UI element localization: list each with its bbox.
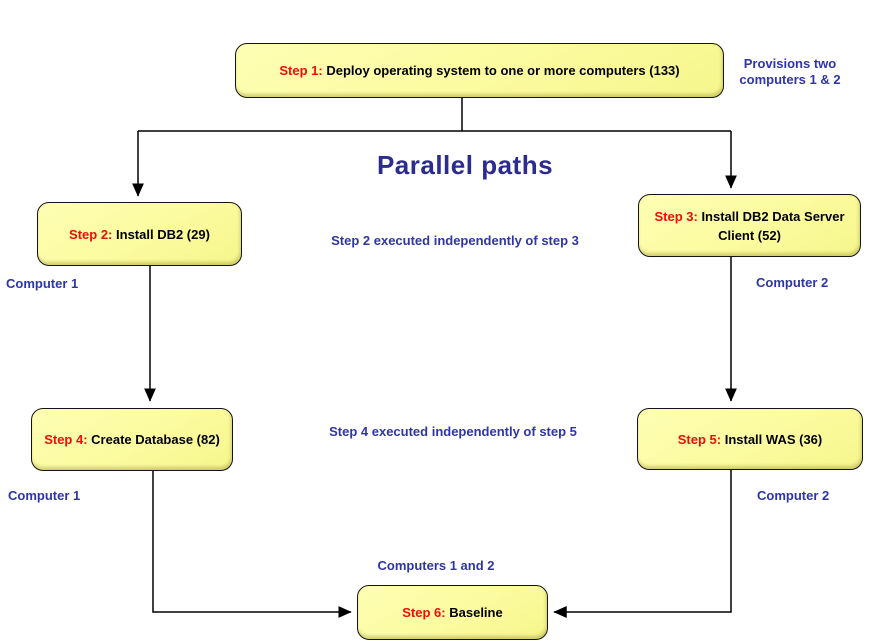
- step2-text: Step 2: Install DB2 (29): [57, 225, 222, 244]
- step5-task: Install WAS (36): [724, 431, 823, 447]
- step1-text: Step 1: Deploy operating system to one o…: [267, 61, 691, 80]
- step5-text: Step 5: Install WAS (36): [666, 430, 835, 449]
- annotation-provisions: Provisions two computers 1 & 2: [739, 56, 841, 87]
- step2-number: Step 2:: [69, 226, 113, 242]
- edge-step5-to-step6-arrow: [553, 470, 732, 618]
- annotation-computer2-top: Computer 2: [756, 275, 829, 290]
- step5-number: Step 5:: [677, 431, 722, 447]
- annotation-computer1-bottom: Computer 1: [8, 488, 81, 503]
- step4-task: Create Database (82): [91, 432, 220, 447]
- annotation-computer2-bottom: Computer 2: [757, 488, 830, 503]
- step6-task: Baseline: [449, 605, 503, 620]
- step3-task: Install DB2 Data Server Client (52): [701, 208, 845, 243]
- annotation-computer1-top: Computer 1: [6, 276, 79, 291]
- step4-box: Step 4: Create Database (82): [31, 408, 233, 471]
- step6-number: Step 6:: [402, 605, 446, 620]
- annotation-step4-independent: Step 4 executed independently of step 5: [329, 424, 577, 439]
- annotation-step2-independent: Step 2 executed independently of step 3: [331, 233, 579, 248]
- step1-task: Deploy operating system to one or more c…: [326, 63, 680, 78]
- step6-text: Step 6: Baseline: [390, 603, 514, 622]
- annotation-computers-1-and-2: Computers 1 and 2: [377, 558, 495, 573]
- step3-text: Step 3: Install DB2 Data Server Client (…: [639, 207, 860, 245]
- step2-box: Step 2: Install DB2 (29): [37, 202, 242, 266]
- step3-box: Step 3: Install DB2 Data Server Client (…: [638, 194, 861, 257]
- step6-box: Step 6: Baseline: [357, 585, 548, 640]
- step3-number: Step 3:: [654, 208, 698, 224]
- step5-box: Step 5: Install WAS (36): [637, 408, 863, 470]
- parallel-paths-heading: Parallel paths: [376, 150, 554, 180]
- edge-step4-to-step6-arrow: [152, 471, 352, 618]
- step4-number: Step 4:: [44, 432, 88, 447]
- step2-task: Install DB2 (29): [116, 226, 210, 242]
- step4-text: Step 4: Create Database (82): [32, 430, 232, 449]
- step1-box: Step 1: Deploy operating system to one o…: [235, 43, 724, 98]
- step1-number: Step 1:: [279, 63, 323, 78]
